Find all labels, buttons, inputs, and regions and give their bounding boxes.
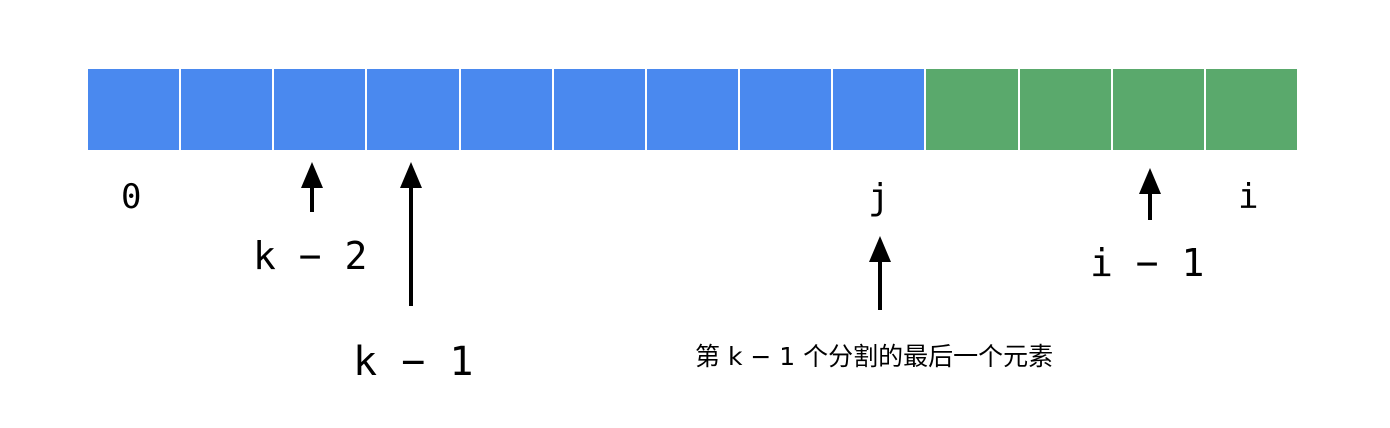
array-cell-green (1112, 69, 1204, 150)
array-cell-green (926, 69, 1018, 150)
label-index-0: 0 (121, 177, 142, 217)
array-cell-blue (367, 69, 459, 150)
array-cell-blue (740, 69, 832, 150)
array-cell-blue (274, 69, 366, 150)
arrow-i-minus-1 (1139, 168, 1161, 220)
arrow-j (869, 236, 891, 310)
array-cell-blue (553, 69, 645, 150)
array-cell-green (1205, 69, 1298, 150)
array-cell-green (1019, 69, 1111, 150)
array-cell-blue (833, 69, 925, 150)
array (88, 69, 1298, 150)
array-cell-blue (88, 69, 180, 150)
label-i: i (1238, 177, 1259, 217)
annotation-last-element-of-partition: 第 k − 1 个分割的最后一个元素 (695, 342, 1054, 371)
label-k-minus-2: k − 2 (253, 234, 368, 278)
arrow-k-minus-2 (301, 162, 323, 212)
array-cell-blue (646, 69, 739, 150)
label-i-minus-1: i − 1 (1090, 241, 1205, 285)
label-j: j (868, 177, 890, 218)
array-cell-blue (460, 69, 552, 150)
label-k-minus-1: k − 1 (353, 339, 474, 385)
array-cell-blue (181, 69, 273, 150)
arrow-k-minus-1 (400, 162, 422, 306)
